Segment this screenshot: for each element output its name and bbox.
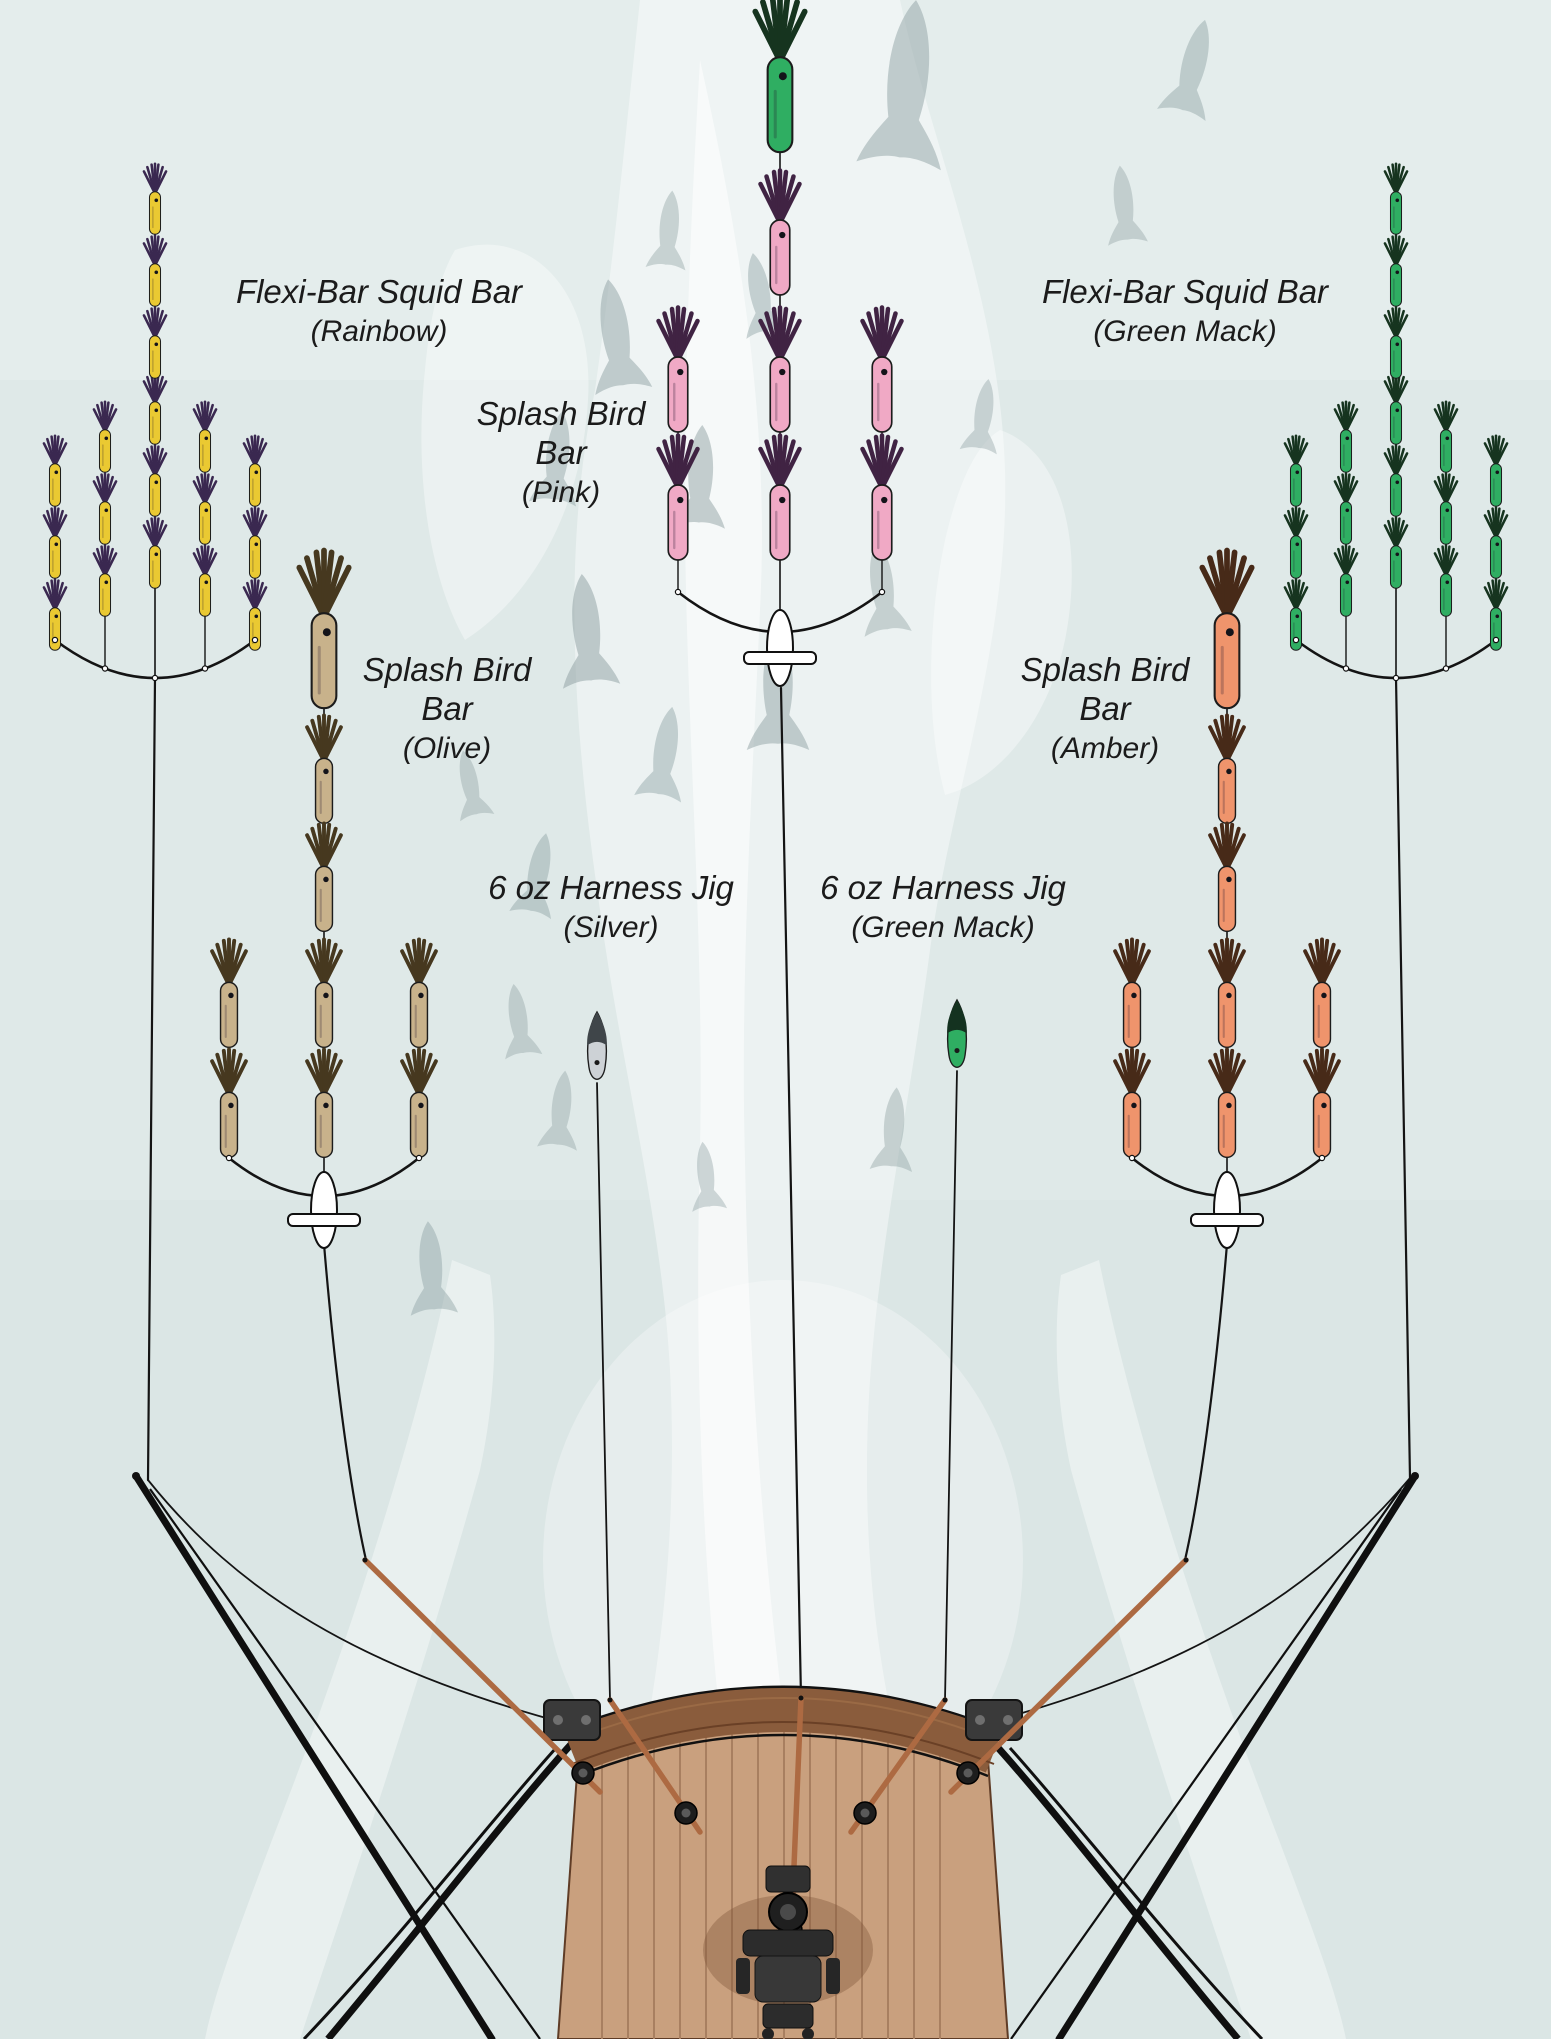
label-amber-line3: (Amber) — [1051, 732, 1159, 765]
fighting-chair — [736, 1865, 840, 2039]
chair-armrest-right — [826, 1958, 840, 1994]
right-outrigger-tip — [1411, 1472, 1419, 1480]
rig-lines — [146, 676, 1412, 1725]
left-outrigger-tip — [132, 1472, 140, 1480]
label-olive-line1: Splash Bird — [363, 651, 533, 688]
chair-footrest-bolt — [802, 2028, 814, 2039]
transom-inner-edge — [577, 1733, 989, 1778]
left-outrigger-pole — [132, 1472, 496, 2039]
label-olive-line2: Bar — [421, 690, 474, 727]
right-hull-rub — [1008, 1746, 1264, 2039]
chair-headrest — [765, 1865, 811, 1893]
label-rainbow-line1: Flexi-Bar Squid Bar — [236, 273, 524, 310]
label-jig-silver-line2: (Silver) — [564, 911, 659, 944]
label-green-mack-line2: (Green Mack) — [1093, 315, 1276, 348]
label-pink-line3: (Pink) — [522, 476, 600, 509]
labels: Flexi-Bar Squid Bar (Rainbow) Flexi-Bar … — [236, 273, 1330, 944]
left-hull-side — [325, 1737, 578, 2039]
wake-shape — [1056, 1260, 1346, 2039]
label-green-mack-line1: Flexi-Bar Squid Bar — [1042, 273, 1330, 310]
wake-shape — [205, 1260, 495, 2039]
label-jig-green-line1: 6 oz Harness Jig — [820, 869, 1066, 906]
transom-plank-line — [571, 1721, 995, 1765]
left-hull-rub — [302, 1746, 558, 2039]
chair-seat — [754, 1955, 822, 2003]
left-outrigger-line — [149, 1488, 541, 2039]
label-amber-line2: Bar — [1079, 690, 1132, 727]
left-rod-holder — [543, 1699, 601, 1741]
right-outrigger-pole — [1055, 1472, 1419, 2039]
boat — [132, 1472, 1419, 2039]
chair-reel-spool — [780, 1904, 796, 1920]
transom-plank-line — [571, 1697, 995, 1741]
fish-shadows — [410, 0, 1209, 1316]
wake-shape — [931, 430, 1072, 795]
wake-shape — [421, 244, 589, 640]
chair-backrest — [742, 1929, 834, 1957]
label-jig-green-line2: (Green Mack) — [851, 911, 1034, 944]
chair-footrest-bolt — [762, 2028, 774, 2039]
label-pink-line2: Bar — [535, 434, 588, 471]
label-olive-line3: (Olive) — [403, 732, 491, 765]
label-jig-silver-line1: 6 oz Harness Jig — [488, 869, 734, 906]
label-rainbow-line2: (Rainbow) — [311, 315, 448, 348]
label-amber-line1: Splash Bird — [1021, 651, 1191, 688]
chair-footrest — [762, 2003, 814, 2029]
lure-spreads — [42, 0, 1509, 1249]
right-outrigger-line — [1010, 1488, 1402, 2039]
right-rod-holder — [965, 1699, 1023, 1741]
label-pink-line1: Splash Bird — [477, 395, 647, 432]
right-hull-side — [988, 1737, 1241, 2039]
chair-armrest-left — [736, 1958, 750, 1994]
